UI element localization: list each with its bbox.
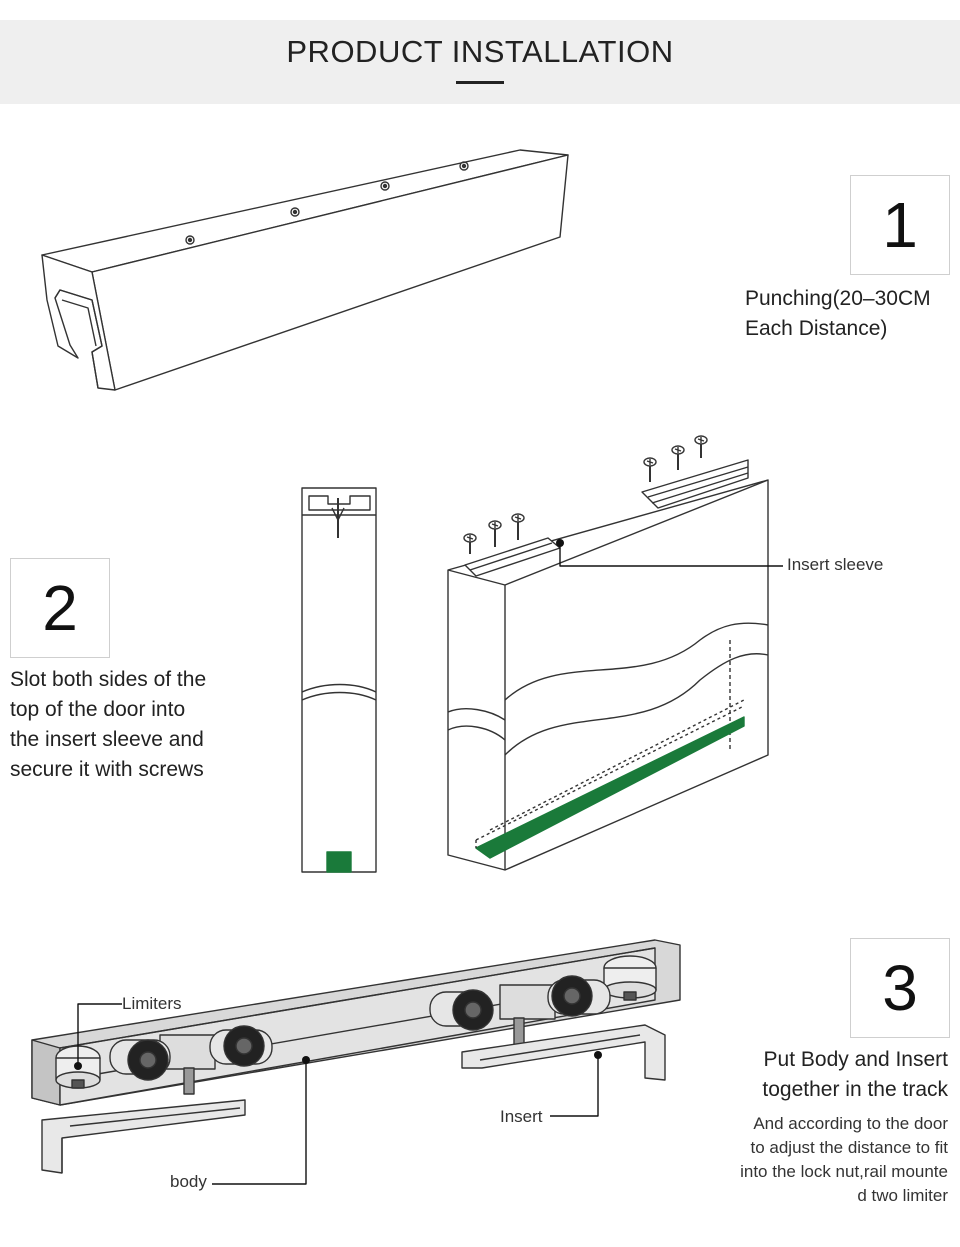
step-3-note-line: into the lock nut,rail mounte [740, 1162, 948, 1181]
step-2-line: the insert sleeve and [10, 728, 204, 751]
step-2-line: secure it with screws [10, 758, 204, 781]
track-assembly-drawing [31, 939, 681, 1174]
insert-label: Insert [500, 1107, 543, 1126]
step-2-number-box: 2 [10, 558, 110, 658]
step-3-note-line: d two limiter [857, 1186, 948, 1205]
track-rail-drawing [41, 149, 569, 391]
step-1-line: Punching(20–30CM [745, 287, 931, 310]
step-1-line: Each Distance) [745, 317, 888, 340]
step-3-note: And according to the door to adjust the … [740, 1112, 948, 1208]
step-3-number-box: 3 [850, 938, 950, 1038]
step-2-line: Slot both sides of the [10, 668, 207, 691]
step-3-note-line: to adjust the distance to fit [750, 1138, 948, 1157]
step-1-number-box: 1 [850, 175, 950, 275]
step-3-line: together in the track [762, 1078, 948, 1101]
header-banner: PRODUCT INSTALLATION [0, 20, 960, 104]
step-3-note-line: And according to the door [753, 1114, 948, 1133]
limiters-label: Limiters [122, 994, 182, 1013]
page-title: PRODUCT INSTALLATION [286, 34, 674, 69]
step-1-description: Punching(20–30CM Each Distance) [745, 284, 931, 344]
door-section-drawing [301, 487, 377, 873]
screw-icons [463, 435, 708, 554]
door-panel-drawing [447, 459, 769, 871]
step-2-description: Slot both sides of the top of the door i… [10, 665, 206, 785]
step-3-line: Put Body and Insert [763, 1048, 948, 1071]
step-3-description: Put Body and Insert together in the trac… [762, 1045, 948, 1105]
step-2-line: top of the door into [10, 698, 186, 721]
insert-sleeve-label: Insert sleeve [787, 555, 884, 574]
title-underline [456, 81, 504, 84]
body-label: body [170, 1172, 207, 1191]
